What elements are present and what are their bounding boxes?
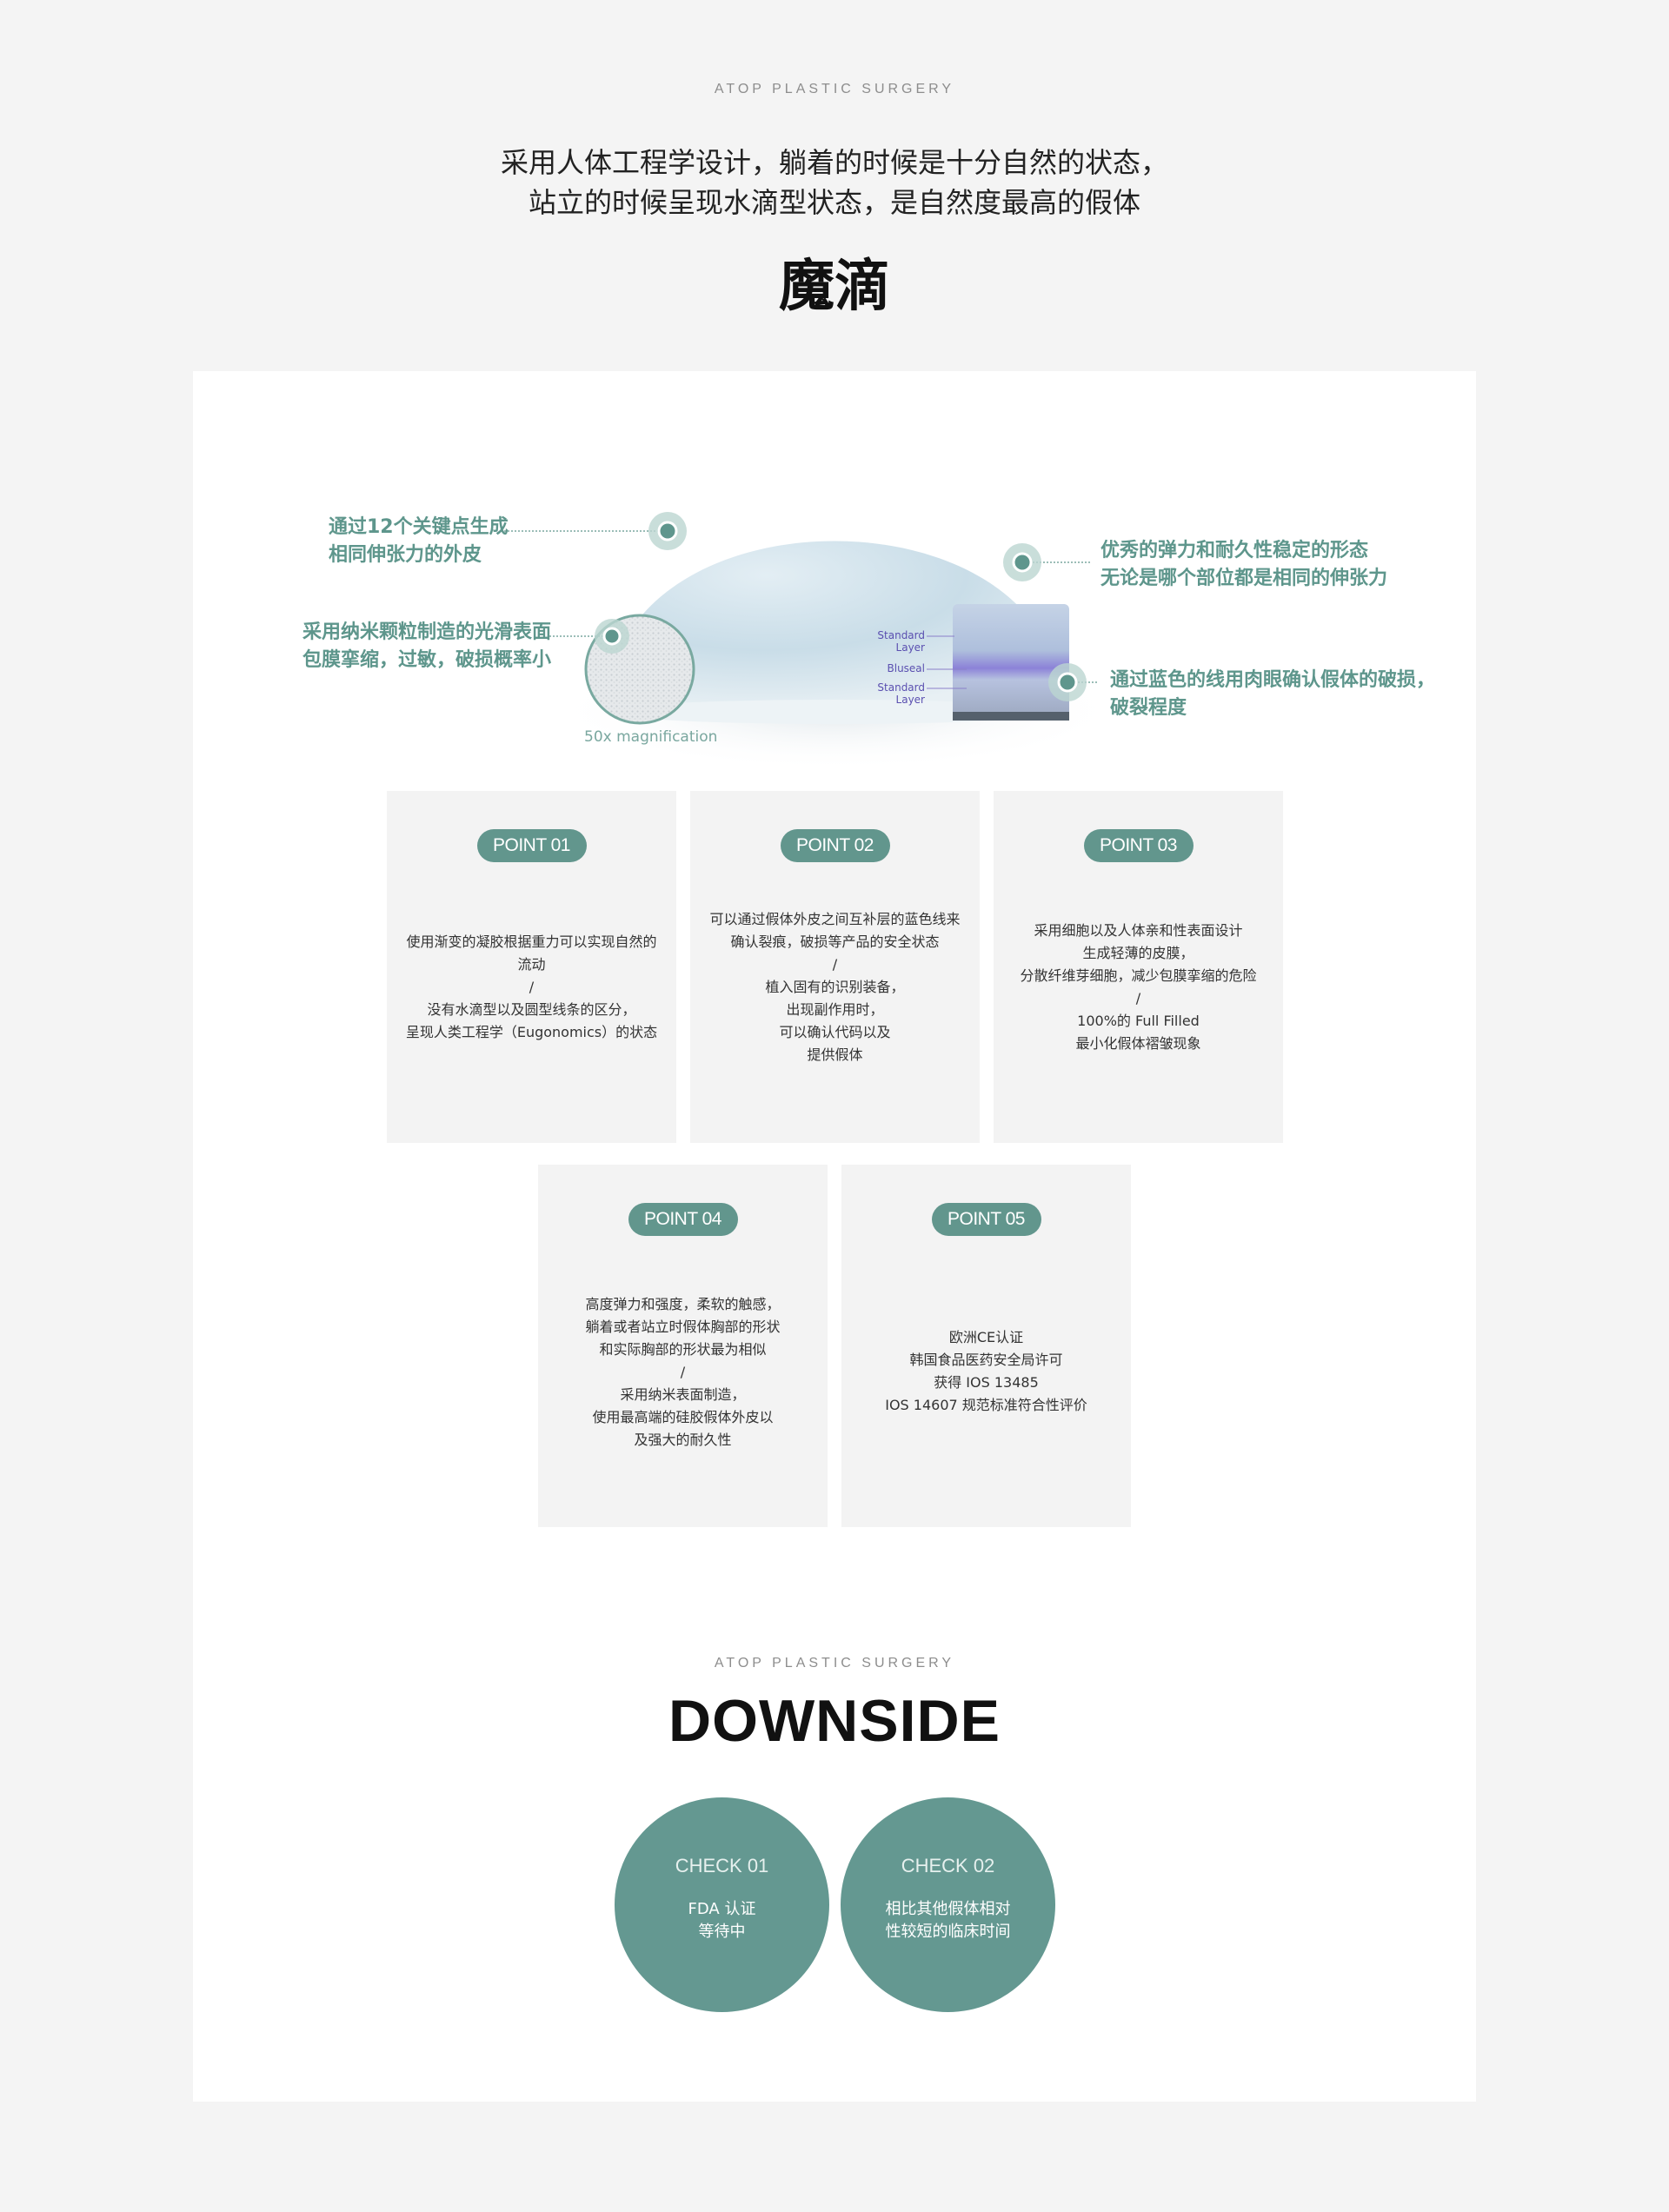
check-label: CHECK 02 <box>901 1855 995 1877</box>
product-name: 魔滴 <box>779 255 890 319</box>
callout-top-right: 优秀的弹力和耐久性稳定的形态 无论是哪个部位都是相同的伸张力 <box>1100 540 1388 589</box>
content-panel: 通过12个关键点生成 相同伸张力的外皮 采用纳米颗粒制造的光滑表面 包膜挛缩，过… <box>193 371 1476 2102</box>
point-card-01: POINT 01 使用渐变的凝胶根据重力可以实现自然的 流动 / 没有水滴型以及… <box>387 791 676 1143</box>
magnification-label: 50x magnification <box>584 728 718 746</box>
check-circle-01: CHECK 01 FDA 认证 等待中 <box>615 1797 829 2012</box>
point-card-02: POINT 02 可以通过假体外皮之间互补层的蓝色线来 确认裂痕，破损等产品的安… <box>690 791 980 1143</box>
headline-line-2: 站立的时候呈现水滴型状态，是自然度最高的假体 <box>528 186 1140 219</box>
point-description: 高度弹力和强度，柔软的触感， 躺着或者站立时假体胸部的形状 和实际胸部的形状最为… <box>585 1296 781 1448</box>
layer-label-standard-bottom: Standard Layer <box>877 681 925 706</box>
callout-top-left: 通过12个关键点生成 相同伸张力的外皮 <box>329 516 509 566</box>
point-badge: POINT 04 <box>628 1203 738 1236</box>
point-badge: POINT 05 <box>931 1203 1041 1236</box>
brand-eyebrow: ATOP PLASTIC SURGERY <box>714 82 955 96</box>
point-description: 可以通过假体外皮之间互补层的蓝色线来 确认裂痕，破损等产品的安全状态 / 植入固… <box>709 911 961 1063</box>
point-description: 欧洲CE认证 韩国食品医药安全局许可 获得 IOS 13485 IOS 1460… <box>885 1329 1087 1413</box>
callout-mid-left: 采用纳米颗粒制造的光滑表面 包膜挛缩，过敏，破损概率小 <box>303 621 552 671</box>
point-card-03: POINT 03 采用细胞以及人体亲和性表面设计 生成轻薄的皮膜， 分散纤维芽细… <box>994 791 1283 1143</box>
point-card-05: POINT 05 欧洲CE认证 韩国食品医药安全局许可 获得 IOS 13485… <box>841 1165 1131 1527</box>
point-badge: POINT 02 <box>780 829 890 862</box>
implant-diagram: 通过12个关键点生成 相同伸张力的外皮 采用纳米颗粒制造的光滑表面 包膜挛缩，过… <box>193 371 1476 788</box>
marker-dot <box>648 512 687 550</box>
check-description: 相比其他假体相对 性较短的临床时间 <box>885 1900 1011 1941</box>
point-card-04: POINT 04 高度弹力和强度，柔软的触感， 躺着或者站立时假体胸部的形状 和… <box>538 1165 828 1527</box>
implant-illustration <box>504 512 1123 771</box>
check-circle-02: CHECK 02 相比其他假体相对 性较短的临床时间 <box>841 1797 1055 2012</box>
point-description: 使用渐变的凝胶根据重力可以实现自然的 流动 / 没有水滴型以及圆型线条的区分， … <box>405 933 658 1040</box>
callout-mid-right: 通过蓝色的线用肉眼确认假体的破损， 破裂程度 <box>1110 669 1436 719</box>
layer-label-bluseal: Bluseal <box>887 662 926 674</box>
point-badge: POINT 03 <box>1083 829 1194 862</box>
check-label: CHECK 01 <box>675 1855 769 1877</box>
point-description: 采用细胞以及人体亲和性表面设计 生成轻薄的皮膜， 分散纤维芽细胞，减少包膜挛缩的… <box>1020 922 1257 1052</box>
downside-eyebrow: ATOP PLASTIC SURGERY <box>714 1656 955 1671</box>
headline-line-1: 采用人体工程学设计，躺着的时候是十分自然的状态， <box>500 146 1168 179</box>
downside-title: DOWNSIDE <box>668 1688 1001 1754</box>
point-badge: POINT 01 <box>476 829 587 862</box>
check-description: FDA 认证 等待中 <box>688 1900 756 1941</box>
layer-label-standard-top: Standard Layer <box>877 629 925 654</box>
